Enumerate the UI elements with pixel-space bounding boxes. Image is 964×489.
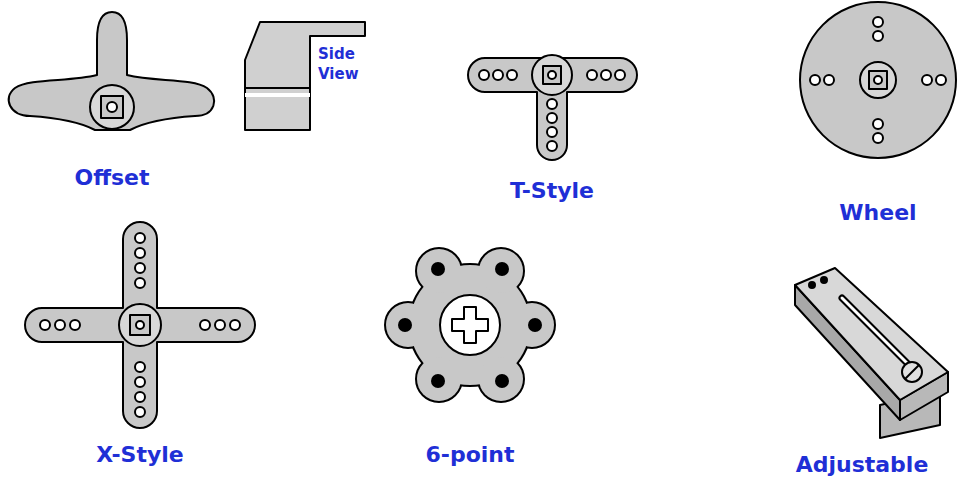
t-style-horn	[468, 55, 637, 160]
adjustable-horn	[795, 268, 948, 438]
horn-label: 6-point	[425, 442, 514, 468]
horn-label: Offset	[74, 165, 149, 191]
x-style-horn	[25, 222, 255, 428]
horn-label: Wheel	[839, 200, 916, 226]
horn-label: Adjustable	[796, 452, 929, 478]
wheel-horn	[800, 2, 956, 158]
offset-horn	[9, 12, 215, 130]
horn-label: X-Style	[96, 442, 183, 468]
horn-label: Side View	[318, 44, 370, 84]
horn-label: T-Style	[510, 178, 594, 204]
six-point-horn	[386, 249, 554, 401]
